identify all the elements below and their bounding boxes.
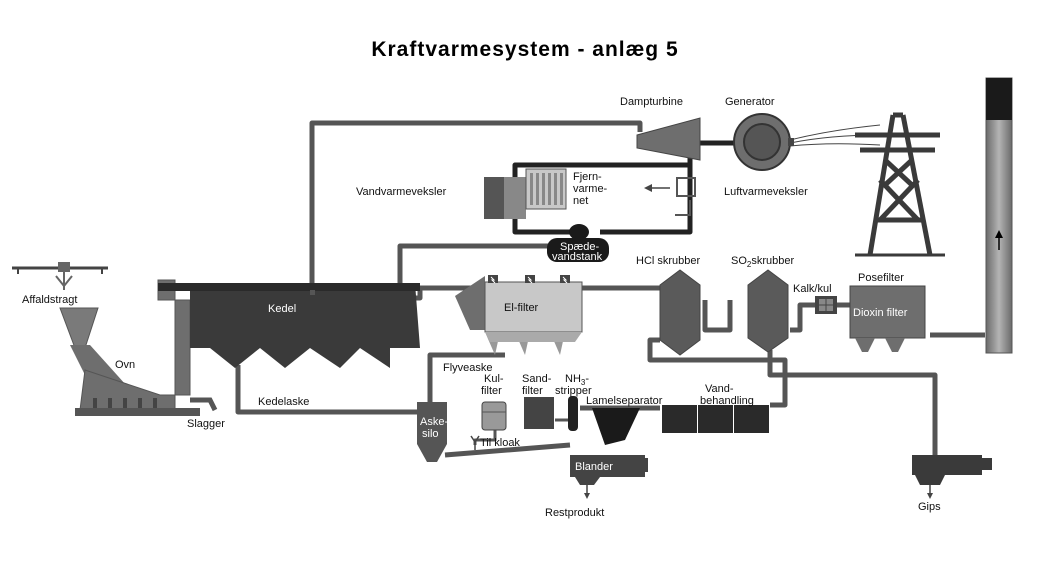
labels: Affaldstragt Ovn Slagger Kedel Kedelaske… [22, 96, 941, 519]
kul-filter [481, 401, 507, 431]
label-vandvarmeveksler: Vandvarmeveksler [356, 186, 447, 198]
label-aske-silo-1: Aske- [420, 416, 448, 428]
kalk-kul-box [815, 296, 837, 314]
el-filter [455, 275, 583, 355]
label-fjernvarmenet-1: Fjern- [573, 171, 602, 183]
label-vand-behandling-2: behandling [700, 395, 754, 407]
vandvarmeveksler [484, 168, 567, 219]
hcl-skrubber [659, 269, 701, 356]
label-ovn: Ovn [115, 359, 135, 371]
label-generator: Generator [725, 96, 775, 108]
vand-behandling [662, 405, 769, 433]
affaldstragt-hopper [59, 307, 99, 349]
label-lamelseparator: Lamelseparator [586, 395, 663, 407]
label-kul-filter-2: filter [481, 385, 502, 397]
aske-silo [417, 402, 447, 462]
label-til-kloak: Til kloak [480, 437, 520, 449]
label-kedelaske: Kedelaske [258, 396, 309, 408]
label-luftvarmeveksler: Luftvarmeveksler [724, 186, 808, 198]
label-kedel: Kedel [268, 303, 296, 315]
so2-skrubber [747, 269, 789, 353]
ovn [70, 279, 218, 416]
label-restprodukt: Restprodukt [545, 507, 604, 519]
label-nh3-stripper-2: stripper [555, 385, 592, 397]
label-so2-skrubber: SO2skrubber [731, 255, 794, 269]
label-spaedevandstank-2: vandstank [552, 251, 603, 263]
lamelseparator [592, 408, 640, 445]
kedel [158, 283, 420, 368]
label-dampturbine: Dampturbine [620, 96, 683, 108]
spaedevandstank [547, 224, 609, 262]
label-gips: Gips [918, 501, 941, 513]
nh3-stripper [568, 396, 578, 431]
label-vand-behandling-1: Vand- [705, 383, 734, 395]
posefilter [849, 285, 926, 352]
luftvarmeveksler [644, 177, 696, 216]
label-sand-filter-2: filter [522, 385, 543, 397]
generator [733, 113, 794, 171]
label-blander: Blander [575, 461, 613, 473]
label-posefilter: Posefilter [858, 272, 904, 284]
label-aske-silo-2: silo [422, 428, 439, 440]
gips-unit [912, 455, 992, 499]
label-affaldstragt: Affaldstragt [22, 294, 77, 306]
label-kul-filter-1: Kul- [484, 373, 504, 385]
label-el-filter: El-filter [504, 302, 539, 314]
label-kalk-kul: Kalk/kul [793, 283, 832, 295]
label-fjernvarmenet-3: net [573, 195, 588, 207]
label-hcl-skrubber: HCl skrubber [636, 255, 701, 267]
sand-filter [524, 397, 554, 429]
label-spaedevandstank-1: Spæde- [560, 241, 599, 253]
blander [570, 455, 648, 499]
label-dioxin-filter: Dioxin filter [853, 307, 908, 319]
pipe-network [235, 120, 985, 458]
label-sand-filter-1: Sand- [522, 373, 552, 385]
chimney [985, 77, 1013, 354]
dampturbine [636, 117, 701, 161]
diagram-title: Kraftvarmesystem - anlæg 5 [371, 38, 678, 61]
label-nh3-stripper: NH3- [565, 373, 589, 387]
affaldstragt-crane [12, 262, 108, 290]
label-slagger: Slagger [187, 418, 225, 430]
til-kloak-drain [470, 435, 480, 450]
label-flyveaske: Flyveaske [443, 362, 493, 374]
label-fjernvarmenet-2: varme- [573, 183, 608, 195]
transmission-pylon [855, 112, 945, 257]
